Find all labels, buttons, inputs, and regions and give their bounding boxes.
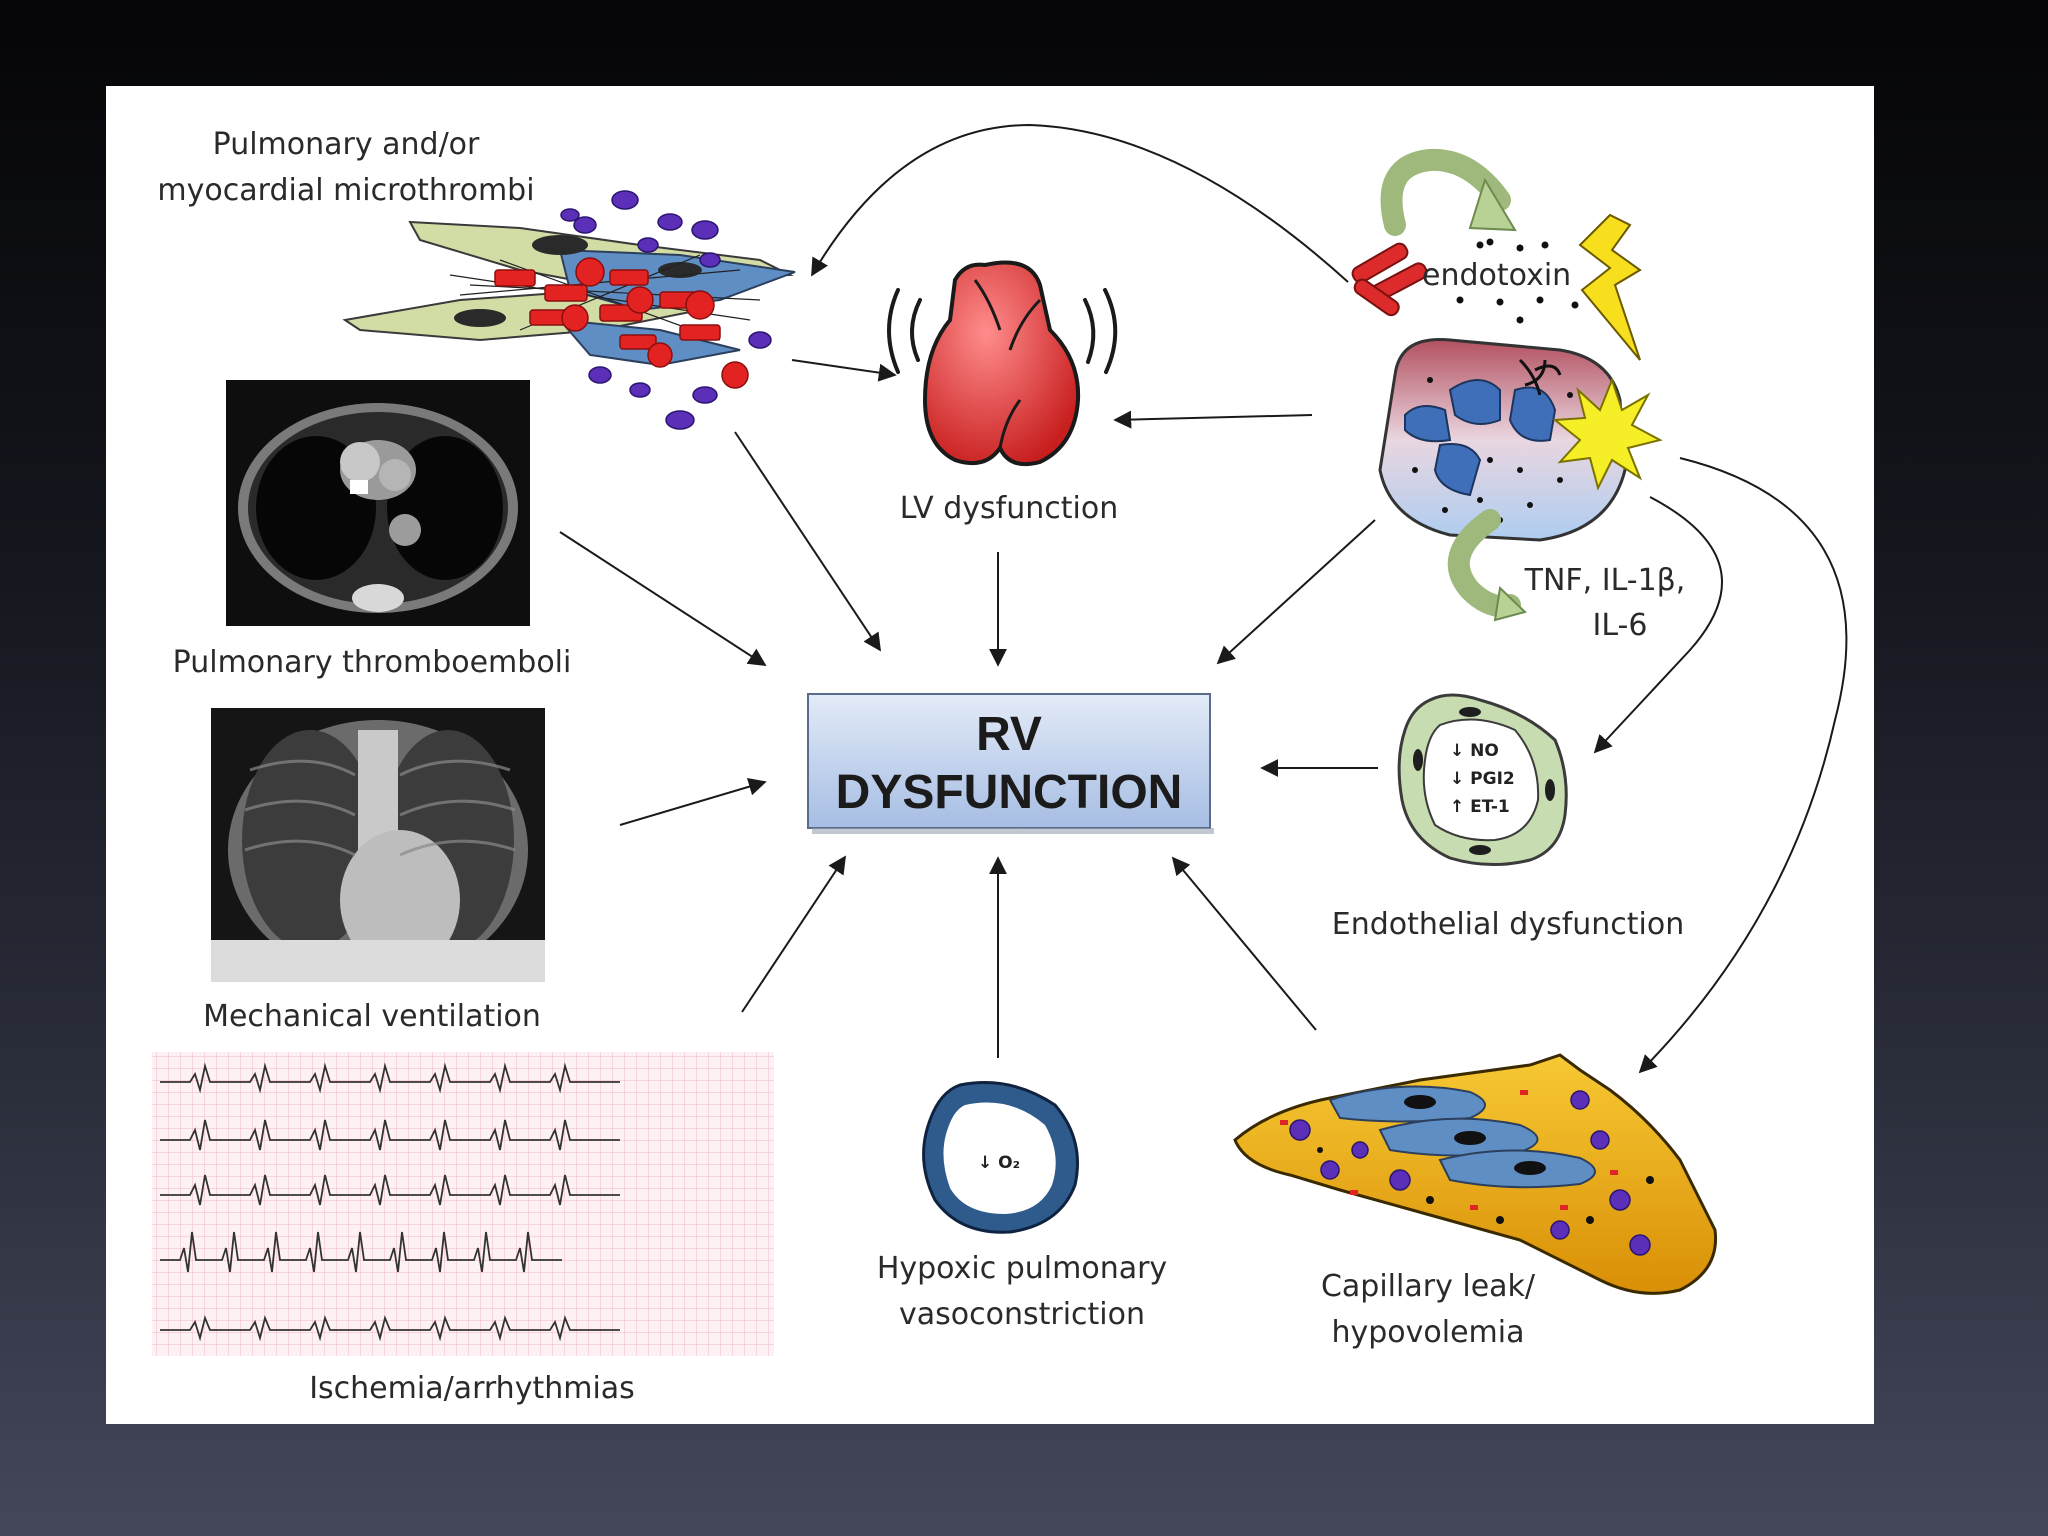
arrow-microthrombi-to-rv xyxy=(734,431,881,652)
arrow-cell-to-endothelial xyxy=(1593,496,1723,754)
label-cytokines-line1: TNF, IL-1β, xyxy=(1524,563,1686,598)
label-leak-line1: Capillary leak/ xyxy=(1321,1269,1536,1304)
microthrombi-illustration xyxy=(342,190,796,430)
label-lv-dysfunction: LV dysfunction xyxy=(900,491,1118,526)
arrow-cell-to-heart xyxy=(1113,410,1313,429)
rv-dysfunction-box: RV DYSFUNCTION xyxy=(807,693,1214,834)
heart-icon xyxy=(887,260,1118,467)
label-ventilation: Mechanical ventilation xyxy=(203,999,541,1034)
arrow-ventilation-to-rv xyxy=(619,777,767,826)
vessel-icon xyxy=(922,1081,1079,1234)
label-thromboemboli: Pulmonary thromboemboli xyxy=(173,645,572,680)
label-cytokines-line2: IL-6 xyxy=(1593,608,1648,643)
arrow-endotoxin-to-microthrombi xyxy=(811,123,1349,283)
marker-o2: ↓ O₂ xyxy=(978,1153,1020,1173)
marker-no: ↓ NO xyxy=(1450,741,1499,761)
rv-title-line1: RV xyxy=(976,708,1042,761)
label-ischemia: Ischemia/arrhythmias xyxy=(309,1371,635,1406)
ct-scan-image xyxy=(226,380,530,626)
bacteria-icon xyxy=(1351,148,1579,324)
endothelium-vessel-icon xyxy=(1397,693,1568,866)
arrow-cell-to-rv xyxy=(1216,519,1376,665)
cell-icon xyxy=(1378,337,1663,622)
rv-title-line2: DYSFUNCTION xyxy=(836,766,1183,819)
arrow-thromboemboli-to-rv xyxy=(559,531,767,666)
ecg-strip xyxy=(152,1052,774,1356)
chest-xray-image xyxy=(211,708,545,982)
label-microthrombi-line1: Pulmonary and/or xyxy=(213,127,480,162)
label-endotoxin: endotoxin xyxy=(1422,258,1571,293)
label-hypoxic-line1: Hypoxic pulmonary xyxy=(877,1251,1167,1286)
label-microthrombi-line2: myocardial microthrombi xyxy=(157,173,534,208)
arrow-ischemia-to-rv xyxy=(741,855,846,1013)
arrow-leak-to-rv xyxy=(1171,856,1317,1031)
arrows xyxy=(559,123,1848,1074)
label-hypoxic-line2: vasoconstriction xyxy=(899,1297,1145,1332)
arrow-microthrombi-to-heart xyxy=(791,359,897,382)
marker-et1: ↑ ET-1 xyxy=(1450,797,1510,817)
capillary-leak-icon xyxy=(1233,1053,1718,1295)
label-leak-line2: hypovolemia xyxy=(1331,1315,1524,1350)
arrow-cell-to-leak xyxy=(1638,457,1848,1074)
label-endothelial: Endothelial dysfunction xyxy=(1332,907,1685,942)
marker-pgi2: ↓ PGI2 xyxy=(1450,769,1515,789)
lightning-icon xyxy=(1578,213,1642,361)
